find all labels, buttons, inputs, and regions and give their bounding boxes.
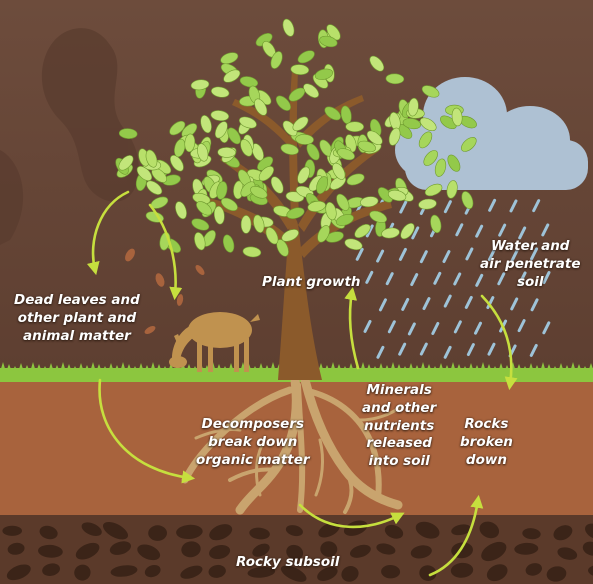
label-minerals: Minerals and other nutrients released in… [362,382,436,471]
label-dead-leaves: Dead leaves and other plant and animal m… [14,292,140,345]
label-rocks-broken: Rocks broken down [460,416,513,469]
label-water-air: Water and air penetrate soil [480,238,581,291]
label-rocky-subsoil: Rocky subsoil [236,554,339,572]
leaf [346,122,364,132]
rock [2,526,22,536]
label-decomposers: Decomposers break down organic matter [196,416,310,469]
label-plant-growth: Plant growth [262,274,361,292]
leaf [241,215,251,233]
